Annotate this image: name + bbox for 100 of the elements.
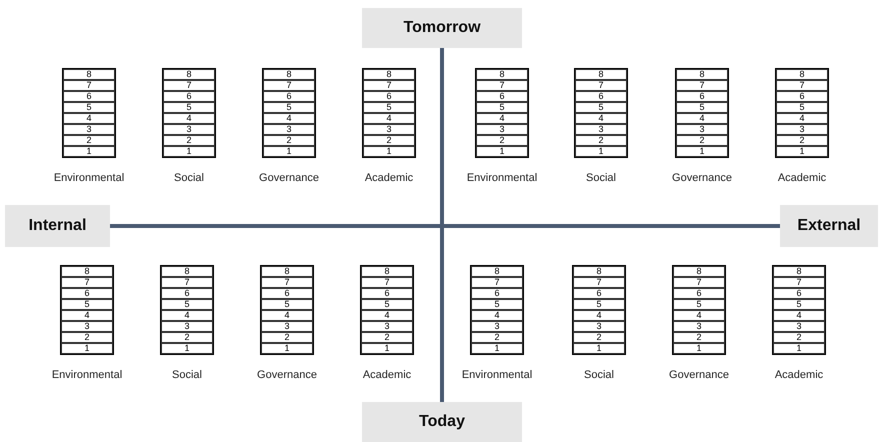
scale-caption: Social: [171, 368, 203, 383]
scale-cell: 2: [673, 332, 725, 343]
scale-cell: 7: [476, 80, 528, 91]
scale-cell: 7: [161, 277, 213, 288]
scale-cell: 6: [363, 91, 415, 102]
scale-cell: 8: [476, 69, 528, 80]
scale-caption: Academic: [774, 368, 824, 383]
scale-cell: 1: [575, 146, 627, 157]
scale-cell: 2: [61, 332, 113, 343]
scale-cell: 6: [476, 91, 528, 102]
rating-scale: [675, 68, 729, 158]
scale-cell: 4: [575, 113, 627, 124]
scale-cell: 3: [673, 321, 725, 332]
scale-cell: 2: [261, 332, 313, 343]
scale-cell: 8: [161, 266, 213, 277]
scale-cell: 2: [676, 135, 728, 146]
scale-cell: 6: [163, 91, 215, 102]
scale-cell: 6: [575, 91, 627, 102]
scale-cell: 7: [776, 80, 828, 91]
scale-cell: 4: [163, 113, 215, 124]
scale-cell: 5: [61, 299, 113, 310]
scale-caption: Governance: [668, 368, 730, 383]
scale-cell: 5: [573, 299, 625, 310]
scale-cell: 2: [263, 135, 315, 146]
scale-cell: 6: [673, 288, 725, 299]
scale-cell: 3: [776, 124, 828, 135]
scale-cell: 6: [263, 91, 315, 102]
scale-cell: 1: [63, 146, 115, 157]
scale-cell: 2: [163, 135, 215, 146]
scale-cell: 8: [676, 69, 728, 80]
scale-cell: 8: [263, 69, 315, 80]
rating-scale: [262, 68, 316, 158]
scale-cell: 1: [673, 343, 725, 354]
axis-label-box: Today: [362, 402, 522, 442]
scale-cell: 1: [361, 343, 413, 354]
scale-cell: 1: [161, 343, 213, 354]
scale-cell: 7: [263, 80, 315, 91]
scale-cell: 7: [361, 277, 413, 288]
scale-cell: 8: [575, 69, 627, 80]
scale-cell: 1: [163, 146, 215, 157]
scale-cell: 2: [361, 332, 413, 343]
scale-cell: 4: [573, 310, 625, 321]
axis-label-box: Tomorrow: [362, 8, 522, 48]
scale-cell: 8: [471, 266, 523, 277]
scale-cell: 4: [476, 113, 528, 124]
scale-cell: 1: [676, 146, 728, 157]
scale-cell: 3: [363, 124, 415, 135]
scale-caption: Environmental: [466, 171, 538, 186]
scale-cell: 2: [773, 332, 825, 343]
scale-cell: 6: [676, 91, 728, 102]
scale-cell: 2: [161, 332, 213, 343]
scale-caption: Governance: [256, 368, 318, 383]
scale-cell: 4: [673, 310, 725, 321]
scale-cell: 5: [163, 102, 215, 113]
axis-line: [110, 224, 780, 228]
scale-cell: 6: [361, 288, 413, 299]
scale-caption: Academic: [362, 368, 412, 383]
scale-cell: 7: [63, 80, 115, 91]
scale-cell: 5: [575, 102, 627, 113]
scale-caption: Academic: [364, 171, 414, 186]
scale-cell: 6: [63, 91, 115, 102]
scale-cell: 5: [673, 299, 725, 310]
scale-cell: 7: [363, 80, 415, 91]
scale-cell: 1: [471, 343, 523, 354]
axis-line: [440, 48, 444, 402]
scale-cell: 5: [63, 102, 115, 113]
scale-cell: 6: [161, 288, 213, 299]
scale-cell: 3: [575, 124, 627, 135]
scale-cell: 3: [773, 321, 825, 332]
scale-cell: 3: [61, 321, 113, 332]
scale-cell: 6: [471, 288, 523, 299]
rating-scale: [772, 265, 826, 355]
rating-scale: [162, 68, 216, 158]
scale-cell: 2: [573, 332, 625, 343]
scale-cell: 5: [773, 299, 825, 310]
scale-cell: 2: [575, 135, 627, 146]
scale-cell: 4: [676, 113, 728, 124]
scale-caption: Governance: [671, 171, 733, 186]
scale-cell: 8: [363, 69, 415, 80]
scale-cell: 4: [471, 310, 523, 321]
rating-scale: [362, 68, 416, 158]
scale-cell: 2: [776, 135, 828, 146]
scale-cell: 5: [361, 299, 413, 310]
axis-label-box: Internal: [5, 205, 110, 247]
scale-caption: Academic: [776, 171, 828, 186]
scale-cell: 7: [163, 80, 215, 91]
scale-cell: 3: [161, 321, 213, 332]
scale-cell: 1: [61, 343, 113, 354]
scale-cell: 1: [773, 343, 825, 354]
scale-cell: 6: [573, 288, 625, 299]
scale-cell: 6: [261, 288, 313, 299]
scale-cell: 3: [471, 321, 523, 332]
scale-cell: 8: [573, 266, 625, 277]
scale-cell: 6: [773, 288, 825, 299]
scale-cell: 4: [61, 310, 113, 321]
rating-scale: [775, 68, 829, 158]
scale-cell: 7: [61, 277, 113, 288]
rating-scale: [574, 68, 628, 158]
scale-cell: 1: [261, 343, 313, 354]
scale-cell: 8: [361, 266, 413, 277]
